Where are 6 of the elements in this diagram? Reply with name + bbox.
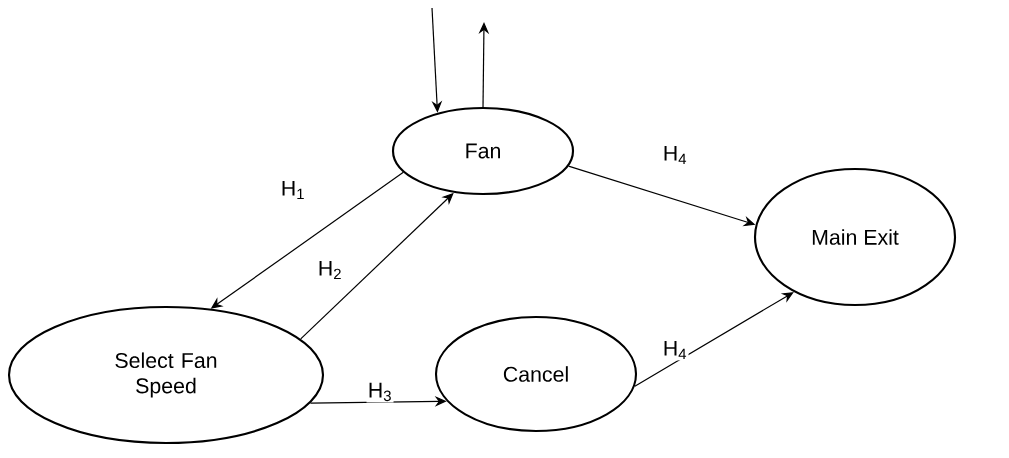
edge-label: H$_{4}$	[661, 339, 689, 361]
edge-label: H$_{3}$	[366, 381, 394, 403]
arrow	[634, 292, 794, 387]
edge-label: H$_{4}$	[661, 144, 689, 166]
edge-label: H$_{1}$	[279, 179, 307, 201]
edge-label: H$_{2}$	[316, 259, 344, 281]
